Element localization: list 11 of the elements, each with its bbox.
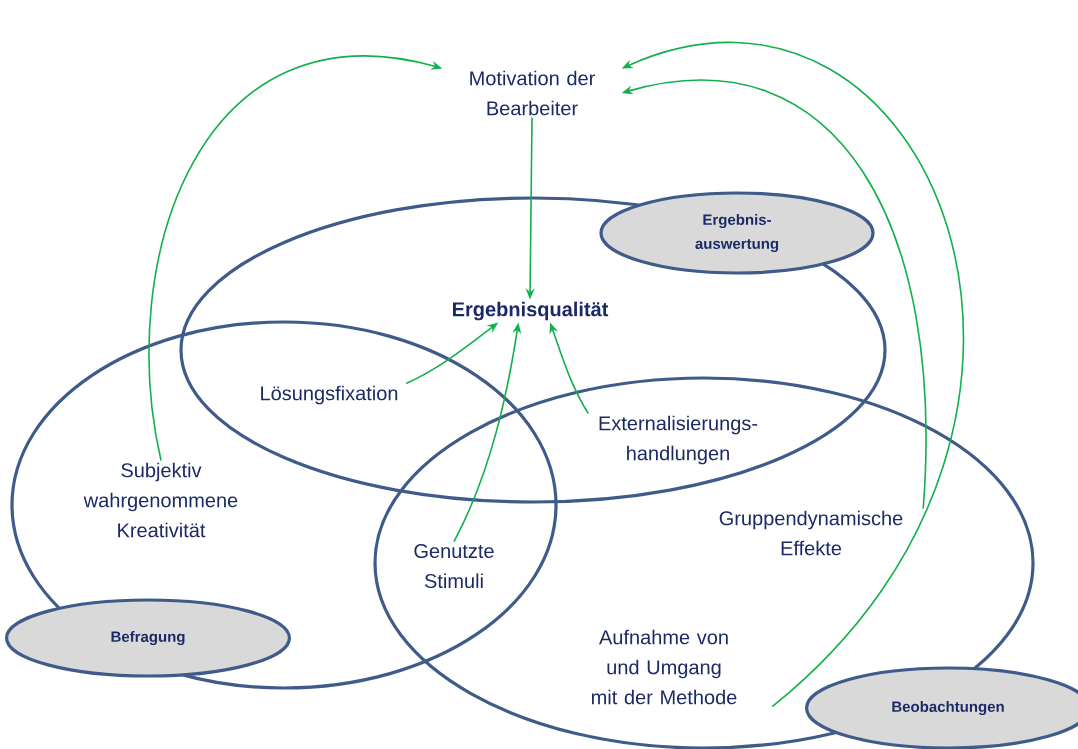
text-label: Motivation der Bearbeiter [470, 70, 595, 116]
heading-label: Ergebnisqualität [453, 301, 609, 321]
text-label: Subjektiv wahrgenommene Kreativität [83, 462, 238, 538]
ellipse-badge: Ergebnis- auswertung [599, 191, 875, 275]
text-label: Lösungsfixation [261, 385, 398, 405]
text-label: Externalisierungs- handlungen [599, 415, 758, 465]
text-label: Gruppendynamische Effekte [719, 510, 903, 556]
text-label: Aufnahme von und Umgang mit der Methode [592, 629, 737, 705]
ellipse-badge: Beobachtungen [805, 666, 1078, 749]
ellipse-badge: Befragung [5, 598, 292, 678]
text-label: Genutzte Stimuli [414, 543, 494, 589]
